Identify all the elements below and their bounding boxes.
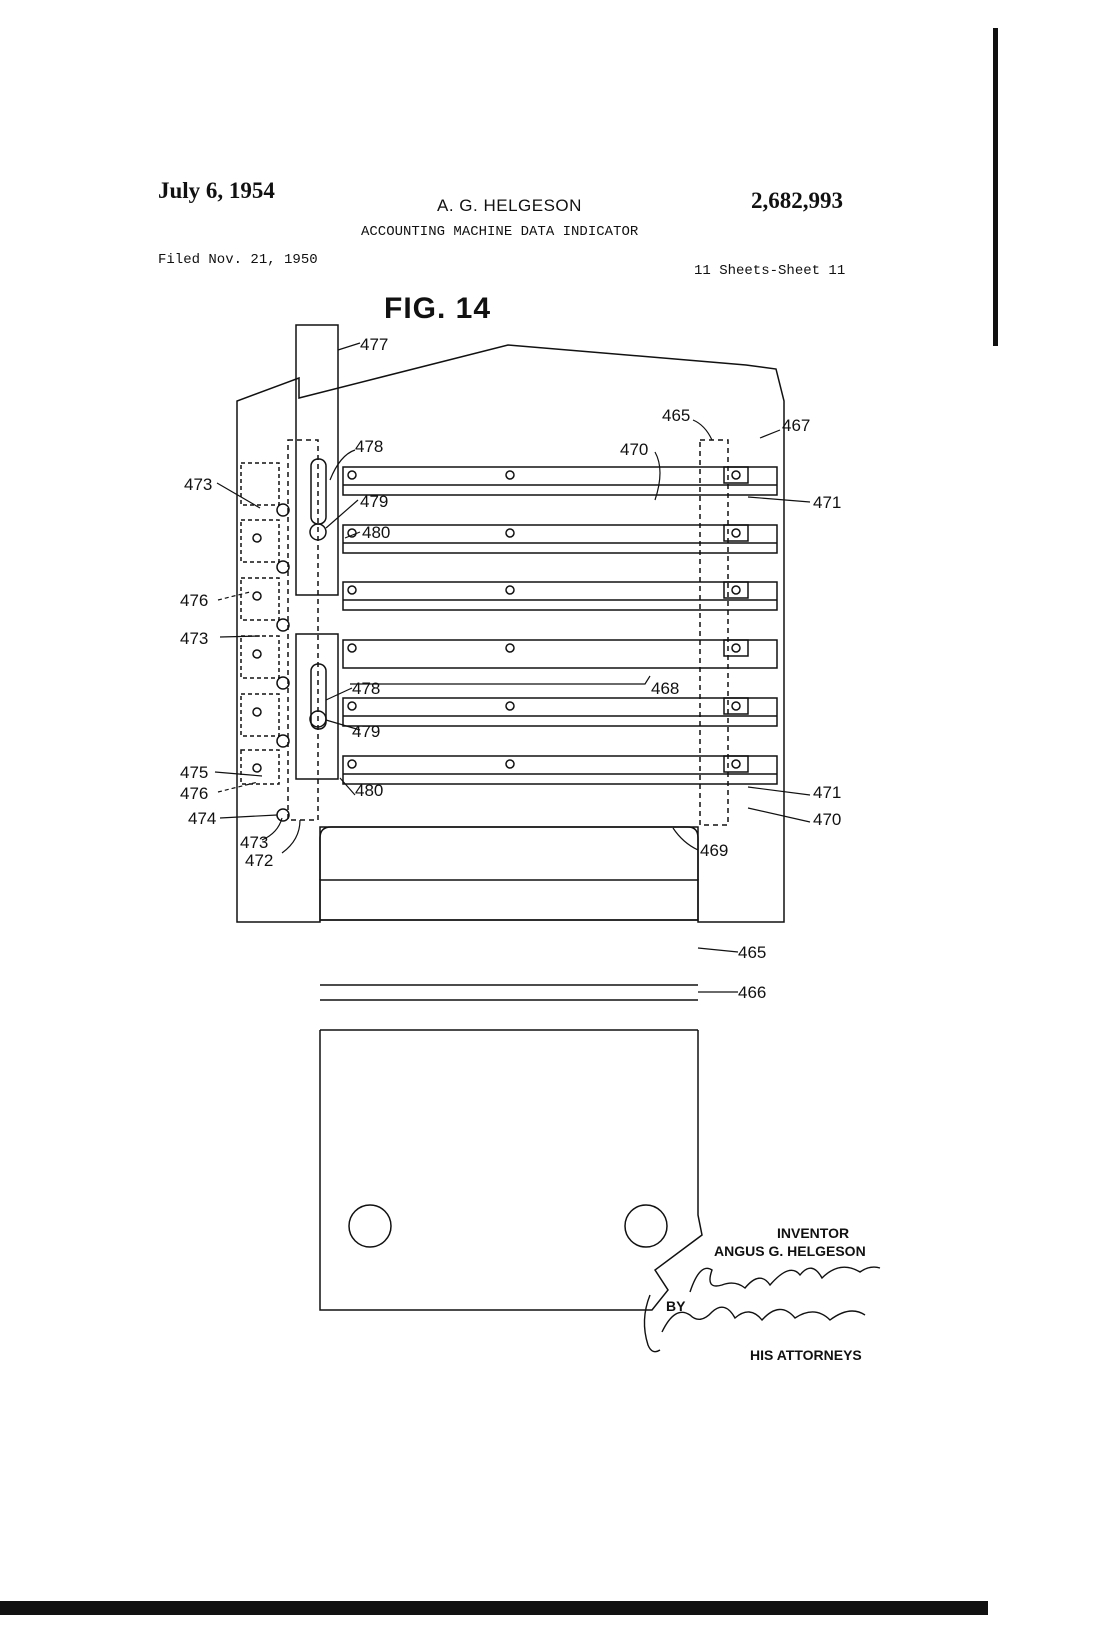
ref-471-bottom: 471 <box>813 783 841 802</box>
lower-plate <box>319 1030 703 1311</box>
ref-480-bottom: 480 <box>355 781 383 800</box>
ref-477: 477 <box>360 335 388 354</box>
ref-472: 472 <box>245 851 273 870</box>
ref-473-b: 473 <box>180 629 208 648</box>
ref-469: 469 <box>700 841 728 860</box>
attorneys-label: HIS ATTORNEYS <box>750 1347 862 1363</box>
latch-boxes <box>240 462 290 822</box>
plate-469 <box>319 826 699 880</box>
display-row <box>342 755 778 785</box>
inventor-heading: INVENTOR <box>777 1225 850 1241</box>
patent-date: July 6, 1954 <box>158 178 275 203</box>
mounting-hole-right <box>624 1204 668 1248</box>
mounting-hole-left <box>348 1204 392 1248</box>
display-rows <box>342 466 778 785</box>
by-label: BY <box>666 1298 686 1314</box>
ref-473-a: 473 <box>184 475 212 494</box>
slide-477 <box>295 324 339 596</box>
patent-number: 2,682,993 <box>751 188 843 213</box>
sheet-count: 11 Sheets-Sheet 11 <box>694 263 846 279</box>
inventor-name: ANGUS G. HELGESON <box>714 1243 866 1259</box>
slide-477-lower <box>295 633 339 780</box>
ref-468: 468 <box>651 679 679 698</box>
ref-475: 475 <box>180 763 208 782</box>
display-row <box>342 697 778 727</box>
ref-480-top: 480 <box>362 523 390 542</box>
dashed-guide-left <box>287 439 319 821</box>
ref-473-c: 473 <box>240 833 268 852</box>
slots <box>309 458 327 730</box>
margin-bar-bottom <box>0 1601 988 1615</box>
display-row <box>342 639 778 669</box>
ref-471-top: 471 <box>813 493 841 512</box>
filed-date: Filed Nov. 21, 1950 <box>158 252 318 268</box>
plate-465 <box>319 879 699 921</box>
row-screws <box>347 466 749 773</box>
ref-476-a: 476 <box>180 591 208 610</box>
ref-479-top: 479 <box>360 492 388 511</box>
ref-465-top: 465 <box>662 406 690 425</box>
margin-bar-right <box>993 28 998 346</box>
ref-476-b: 476 <box>180 784 208 803</box>
handwritten-signatures <box>643 1266 881 1353</box>
ref-467: 467 <box>782 416 810 435</box>
figure-label: FIG. 14 <box>384 292 492 325</box>
display-row <box>342 581 778 611</box>
ref-466: 466 <box>738 983 766 1002</box>
display-row <box>342 466 778 496</box>
ref-474: 474 <box>188 809 216 828</box>
inventor-header: A. G. HELGESON <box>437 196 582 215</box>
leader-lines <box>214 342 811 993</box>
display-row <box>342 524 778 554</box>
ref-479-bottom: 479 <box>352 722 380 741</box>
dashed-frame-465 <box>699 439 729 826</box>
ref-470-top: 470 <box>620 440 648 459</box>
patent-title: ACCOUNTING MACHINE DATA INDICATOR <box>361 224 639 240</box>
ref-478-top: 478 <box>355 437 383 456</box>
reference-numerals: 477 465 467 478 470 473 479 471 480 476 … <box>180 335 841 1002</box>
ref-470-bottom: 470 <box>813 810 841 829</box>
ref-465-bottom: 465 <box>738 943 766 962</box>
ref-478-bottom: 478 <box>352 679 380 698</box>
